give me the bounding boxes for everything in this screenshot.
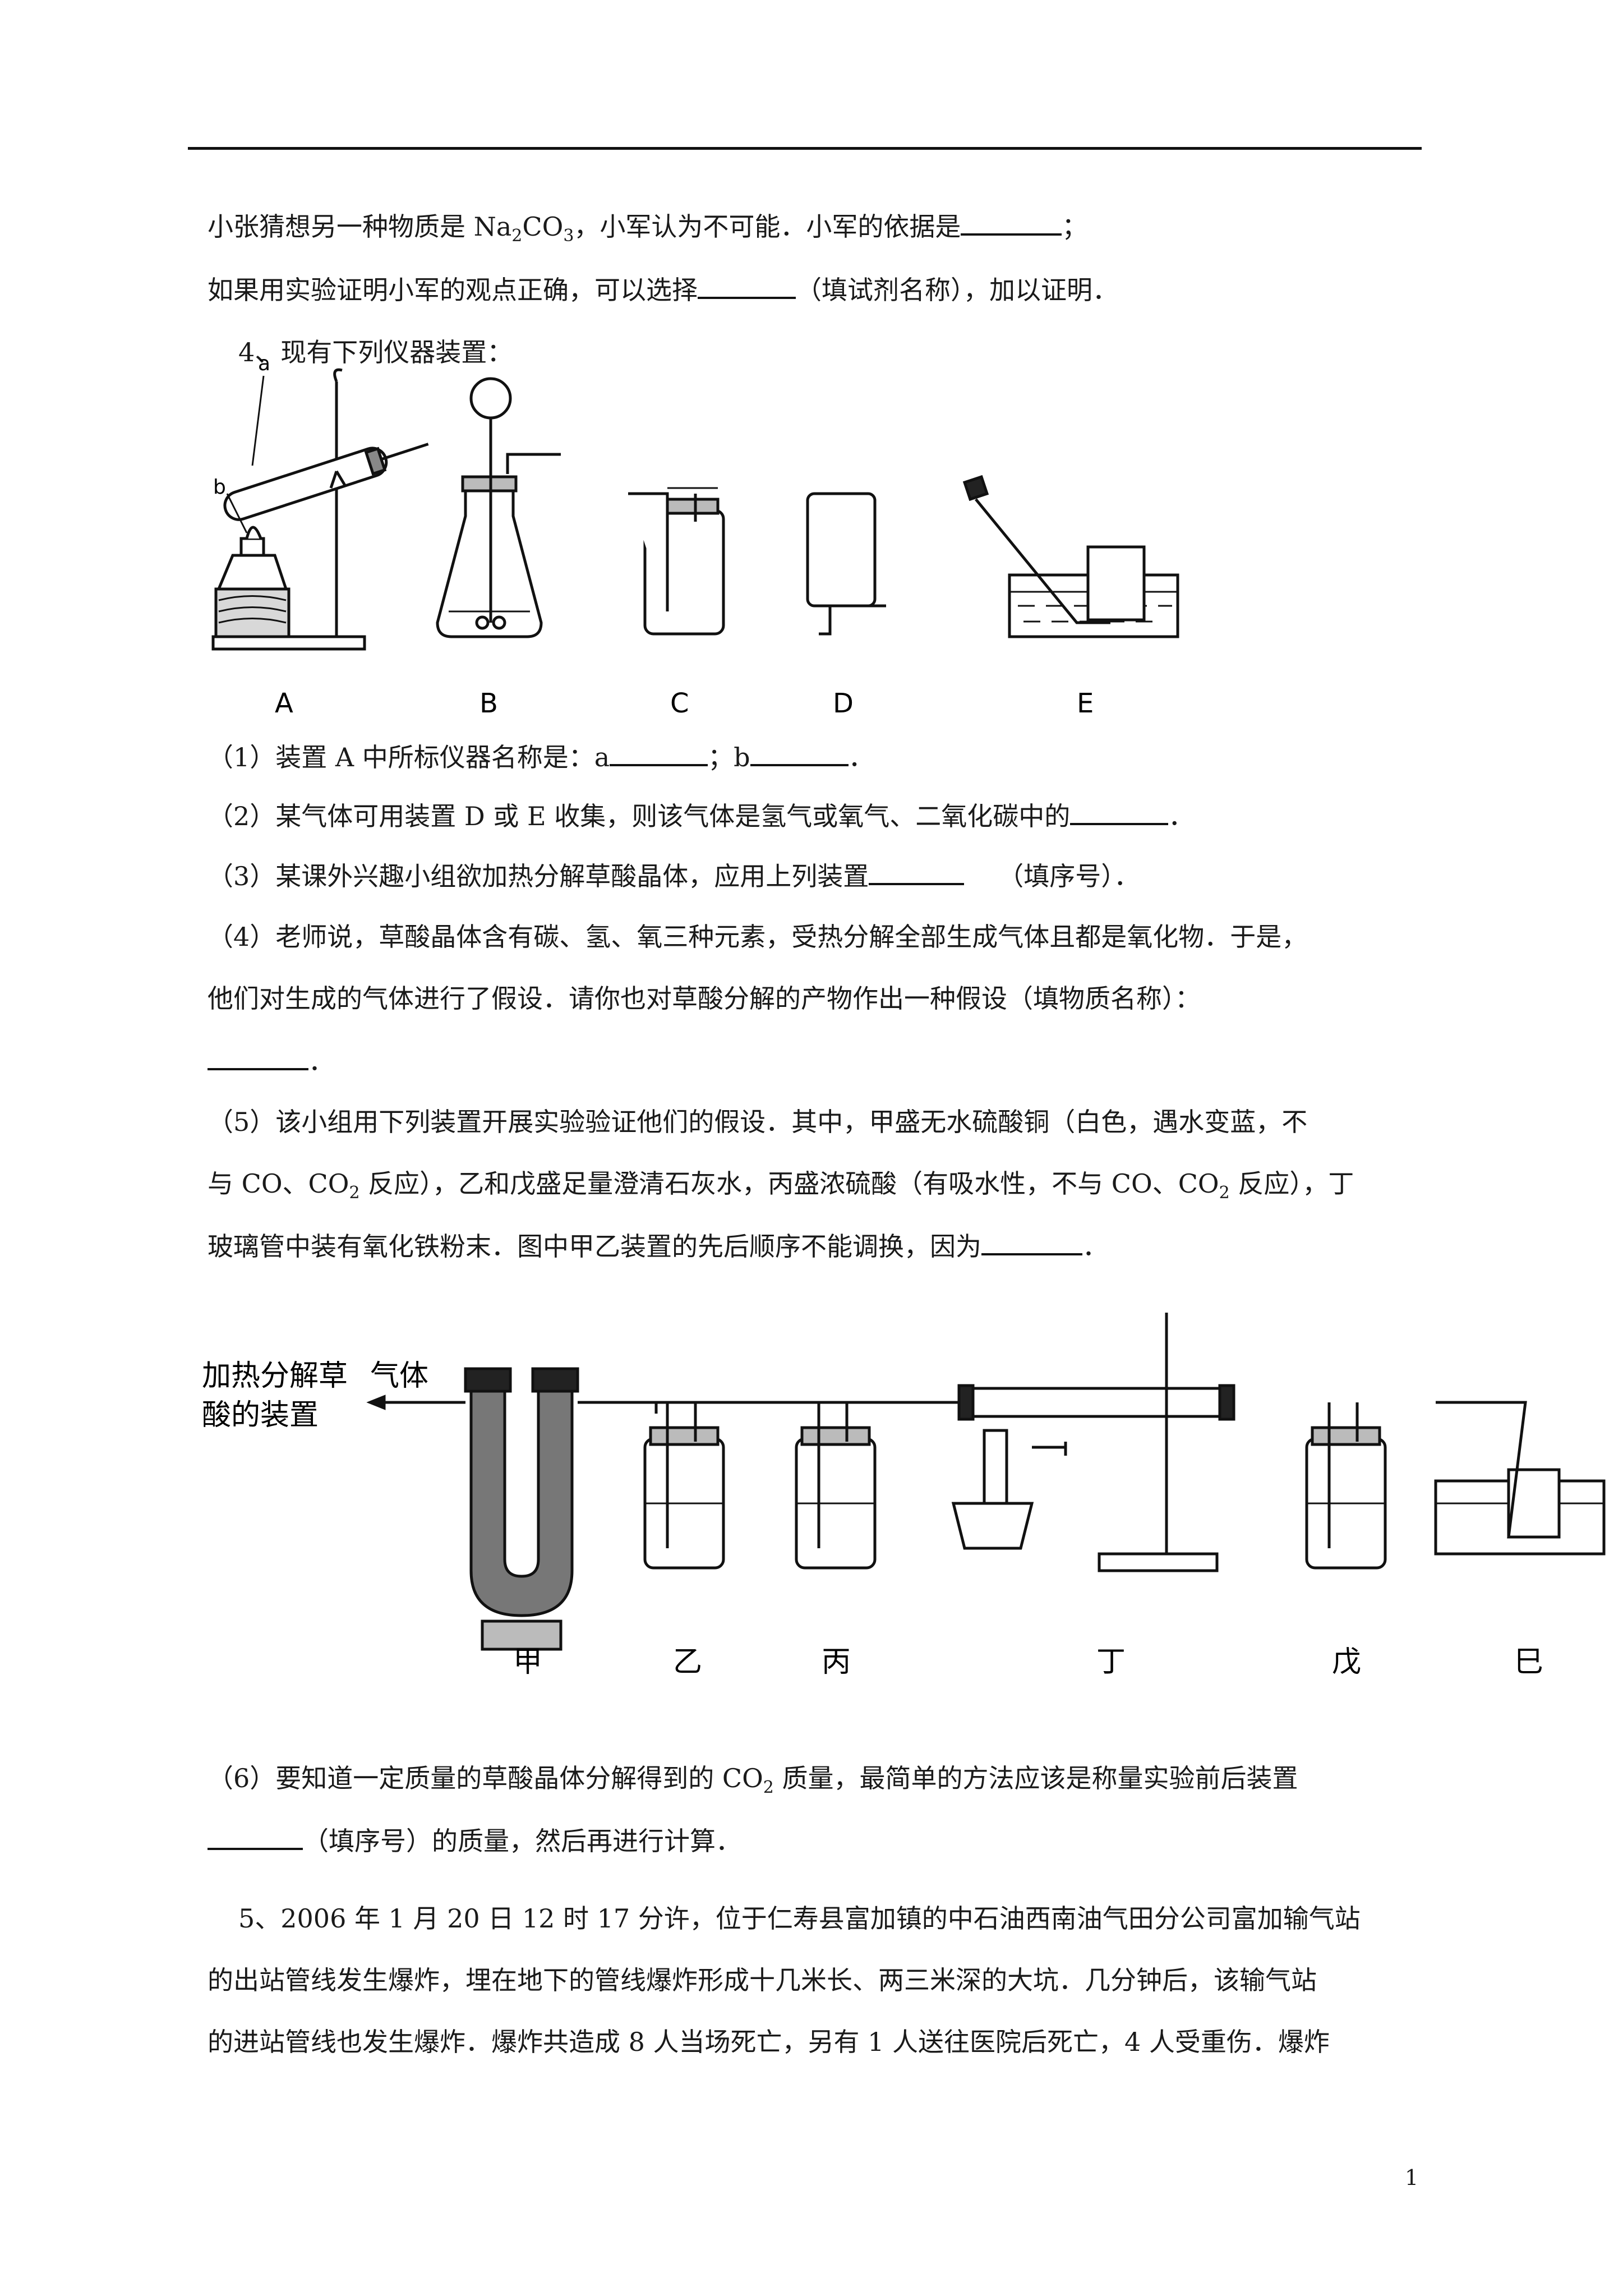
text-line-2: 如果用实验证明小军的观点正确，可以选择（填试剂名称），加以证明． [208, 272, 1118, 307]
apparatus-b [436, 377, 561, 638]
apparatus-bing [795, 1402, 877, 1570]
question-4-2: （2）某气体可用装置 D 或 E 收集，则该气体是氢气或氧气、二氧化碳中的． [208, 798, 1194, 833]
gas-label: 气体 [370, 1359, 428, 1393]
apparatus-e [962, 475, 1179, 638]
question-5-line2: 的出站管线发生爆炸，埋在地下的管线爆炸形成十几米长、两三米深的大坑．几分钟后，该… [208, 1965, 1317, 1995]
apparatus-si [1434, 1401, 1606, 1556]
question-4-5-line2: 与 CO、CO2 反应），乙和戊盛足量澄清石灰水，丙盛浓硫酸（有吸水性，不与 C… [208, 1168, 1354, 1203]
header-rule [188, 147, 1422, 150]
label-apparatus-e: E [1077, 688, 1094, 719]
answer-blank[interactable] [750, 739, 849, 766]
question-4-3: （3）某课外兴趣小组欲加热分解草酸晶体，应用上列装置（填序号）． [208, 858, 1140, 893]
source-label-line2: 酸的装置 [202, 1398, 319, 1432]
label-bing: 丙 [822, 1645, 851, 1679]
apparatus-figure-2: 加热分解草 酸的装置 气体 [202, 1313, 1606, 1679]
label-wu: 戊 [1332, 1645, 1361, 1679]
page-number: 1 [1405, 2165, 1419, 2190]
question-5-line1: 5、2006 年 1 月 20 日 12 时 17 分许，位于仁寿县富加镇的中石… [238, 1903, 1361, 1934]
label-b: b [213, 476, 226, 499]
question-4-5-line1: （5）该小组用下列装置开展实验验证他们的假设．其中，甲盛无水硫酸铜（白色，遇水变… [208, 1107, 1308, 1137]
source-label-line1: 加热分解草 [202, 1359, 348, 1393]
apparatus-yi [643, 1402, 725, 1570]
apparatus-d [806, 492, 886, 636]
label-apparatus-a: A [275, 688, 293, 719]
question-4-4-line2: 他们对生成的气体进行了假设．请你也对草酸分解的产物作出一种假设（填物质名称）： [208, 983, 1201, 1014]
label-ding: 丁 [1096, 1645, 1126, 1679]
question-4-1: （1）装置 A 中所标仪器名称是：a；b． [208, 739, 874, 774]
apparatus-ding [951, 1313, 1235, 1572]
answer-blank[interactable] [961, 209, 1062, 236]
answer-blank[interactable] [208, 1043, 308, 1070]
label-apparatus-b: B [479, 688, 498, 719]
apparatus-figure-1: a b A B C D E [211, 353, 1179, 719]
label-jia: 甲 [513, 1645, 542, 1679]
label-apparatus-c: C [670, 688, 689, 719]
question-4-5-line3: 玻璃管中装有氧化铁粉末．图中甲乙装置的先后顺序不能调换，因为． [208, 1228, 1108, 1263]
answer-blank[interactable] [208, 1823, 303, 1850]
label-si: 巳 [1514, 1645, 1543, 1679]
question-4-title: 4、现有下列仪器装置： [238, 337, 513, 367]
question-4-6-line2: （填序号）的质量，然后再进行计算． [208, 1823, 741, 1858]
question-4-4-line3: ． [208, 1043, 334, 1078]
apparatus-c [628, 487, 725, 636]
question-4-6-line1: （6）要知道一定质量的草酸晶体分解得到的 CO2 质量，最简单的方法应该是称量实… [208, 1763, 1298, 1798]
text-line-1: 小张猜想另一种物质是 Na2CO3，小军认为不可能．小军的依据是； [208, 209, 1087, 253]
answer-blank[interactable] [869, 858, 965, 885]
label-yi: 乙 [673, 1645, 702, 1679]
answer-blank[interactable] [698, 272, 796, 299]
question-5-line3: 的进站管线也发生爆炸．爆炸共造成 8 人当场死亡，另有 1 人送往医院后死亡，4… [208, 2027, 1330, 2057]
apparatus-jia [464, 1367, 579, 1651]
apparatus-a [211, 368, 429, 651]
question-4-4-line1: （4）老师说，草酸晶体含有碳、氢、氧三种元素，受热分解全部生成气体且都是氧化物．… [208, 922, 1308, 952]
label-apparatus-d: D [833, 688, 854, 719]
answer-blank[interactable] [981, 1228, 1082, 1255]
label-a: a [258, 353, 270, 375]
apparatus-wu [1305, 1402, 1387, 1570]
answer-blank[interactable] [1070, 798, 1169, 825]
answer-blank[interactable] [610, 739, 708, 766]
